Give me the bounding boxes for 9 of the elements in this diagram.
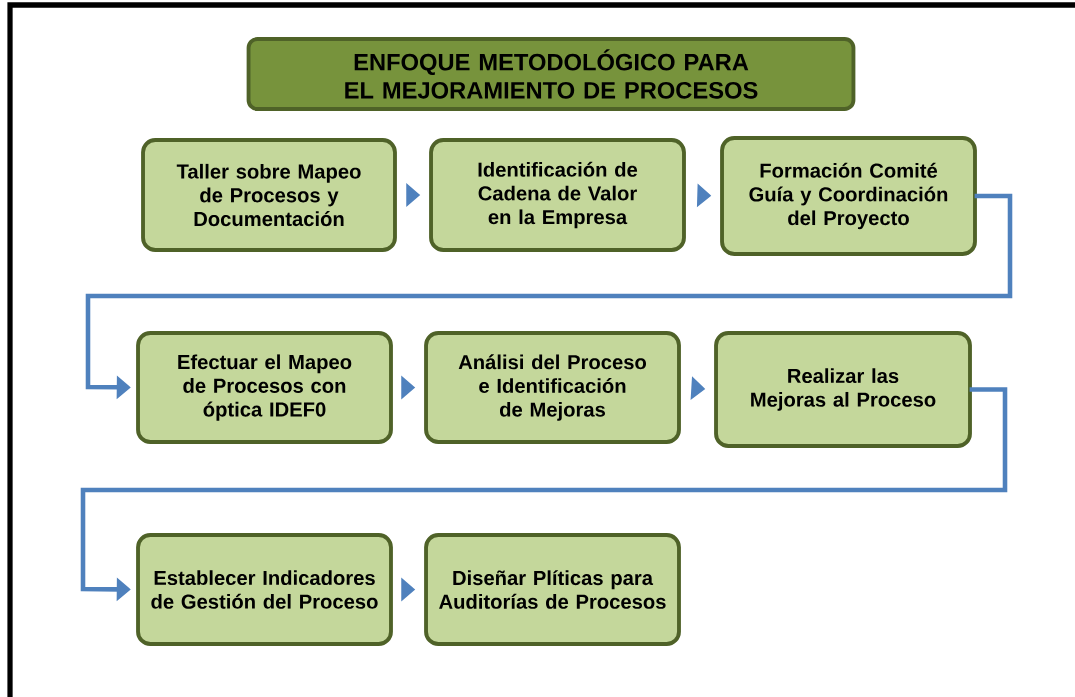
process-box: Formación Comité Guía y Coordinación del Proyecto: [720, 136, 977, 256]
process-box: Identificación de Cadena de Valor en la Empresa: [429, 138, 686, 252]
title-box: ENFOQUE METODOLÓGICO PARA EL MEJORAMIENTO DE PROCESOS: [246, 37, 856, 111]
process-box: Establecer Indicadores de Gestión del Proceso: [136, 533, 393, 646]
process-box: Realizar las Mejoras al Proceso: [714, 331, 972, 448]
process-box: Diseñar Plíticas para Auditorías de Procesos: [424, 533, 681, 646]
process-box: Taller sobre Mapeo de Procesos y Documentación: [141, 138, 397, 252]
process-box: Análisi del Proceso e Identificación de Mejoras: [424, 331, 681, 444]
process-box: Efectuar el Mapeo de Procesos con óptica IDEF0: [136, 331, 393, 444]
